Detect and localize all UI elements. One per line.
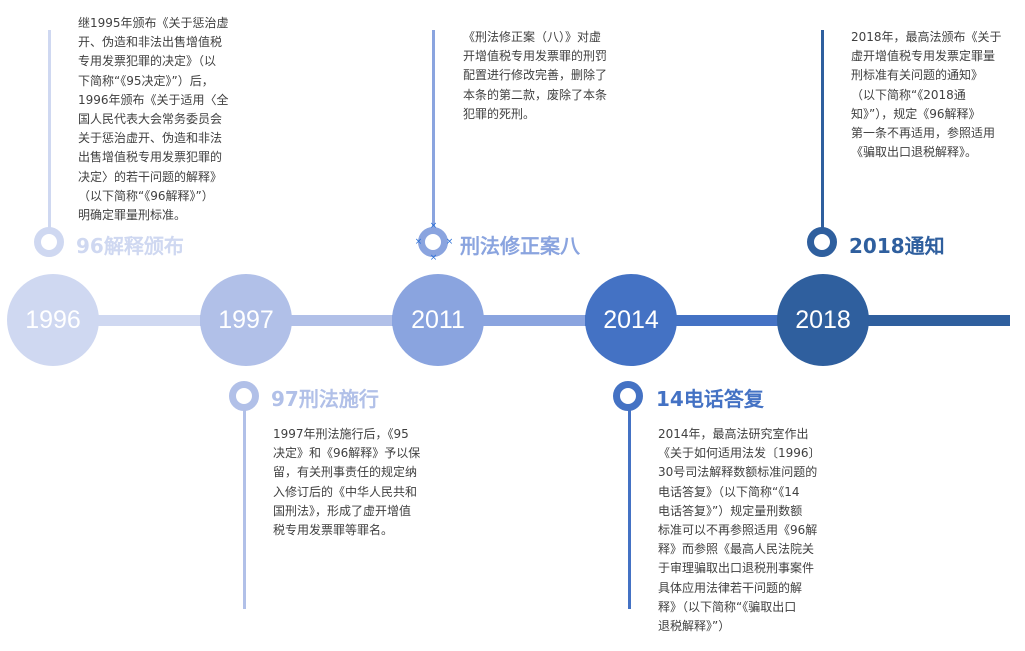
selection-handle-icon[interactable]: × [429,221,438,231]
year-node-2011: 2011 [392,274,484,366]
marker-ring-icon[interactable] [418,227,448,257]
event-title-2011: 刑法修正案八 [460,234,580,258]
connector-line-2014 [628,405,631,609]
year-node-1997: 1997 [200,274,292,366]
timeline-segment-2018-end [778,315,1010,326]
event-desc-2018: 2018年，最高法颁布《关于 虚开增值税专用发票定罪量 刑标准有关问题的通知》 … [851,30,1002,160]
event-title-97: 97刑法施行 [271,387,379,411]
year-label: 2018 [795,305,851,334]
event-title-96: 96解释颁布 [76,234,184,258]
marker-ring-icon [613,381,643,411]
connector-line-2018 [821,30,824,230]
timeline-segment-1997-2011 [200,315,400,326]
selection-handle-icon[interactable]: × [414,237,423,247]
year-node-1996: 1996 [7,274,99,366]
year-label: 2011 [411,305,465,334]
year-label: 1997 [218,305,274,334]
event-desc-2011: 《刑法修正案（八）》对虚 开增值税专用发票罪的刑罚 配置进行修改完善，删除了 本… [463,30,608,121]
marker-ring-icon [34,227,64,257]
marker-ring-icon [229,381,259,411]
timeline-segment-1996-1997 [8,315,208,326]
year-node-2014: 2014 [585,274,677,366]
marker-ring-icon [807,227,837,257]
year-node-2018: 2018 [777,274,869,366]
event-desc-2014: 2014年，最高法研究室作出 《关于如何适用法发〔1996〕 30号司法解释数额… [658,427,821,634]
connector-line-96 [48,30,51,230]
connector-line-97 [243,405,246,609]
selection-handle-icon[interactable]: × [445,237,454,247]
year-label: 2014 [603,305,659,334]
event-title-2018: 2018通知 [849,234,945,258]
event-title-2014: 14电话答复 [656,387,764,411]
connector-line-2011 [432,30,435,230]
timeline-segment-2011-2014 [392,315,592,326]
event-desc-97: 1997年刑法施行后，《95 决定》和《96解释》予以保 留，有关刑事责任的规定… [273,427,421,538]
timeline-segment-2014-2018 [585,315,785,326]
year-label: 1996 [25,305,81,334]
selection-handle-icon[interactable]: × [429,253,438,263]
event-desc-96: 继1995年颁布《关于惩治虚 开、伪造和非法出售增值税 专用发票犯罪的决定》（以… [78,16,229,223]
